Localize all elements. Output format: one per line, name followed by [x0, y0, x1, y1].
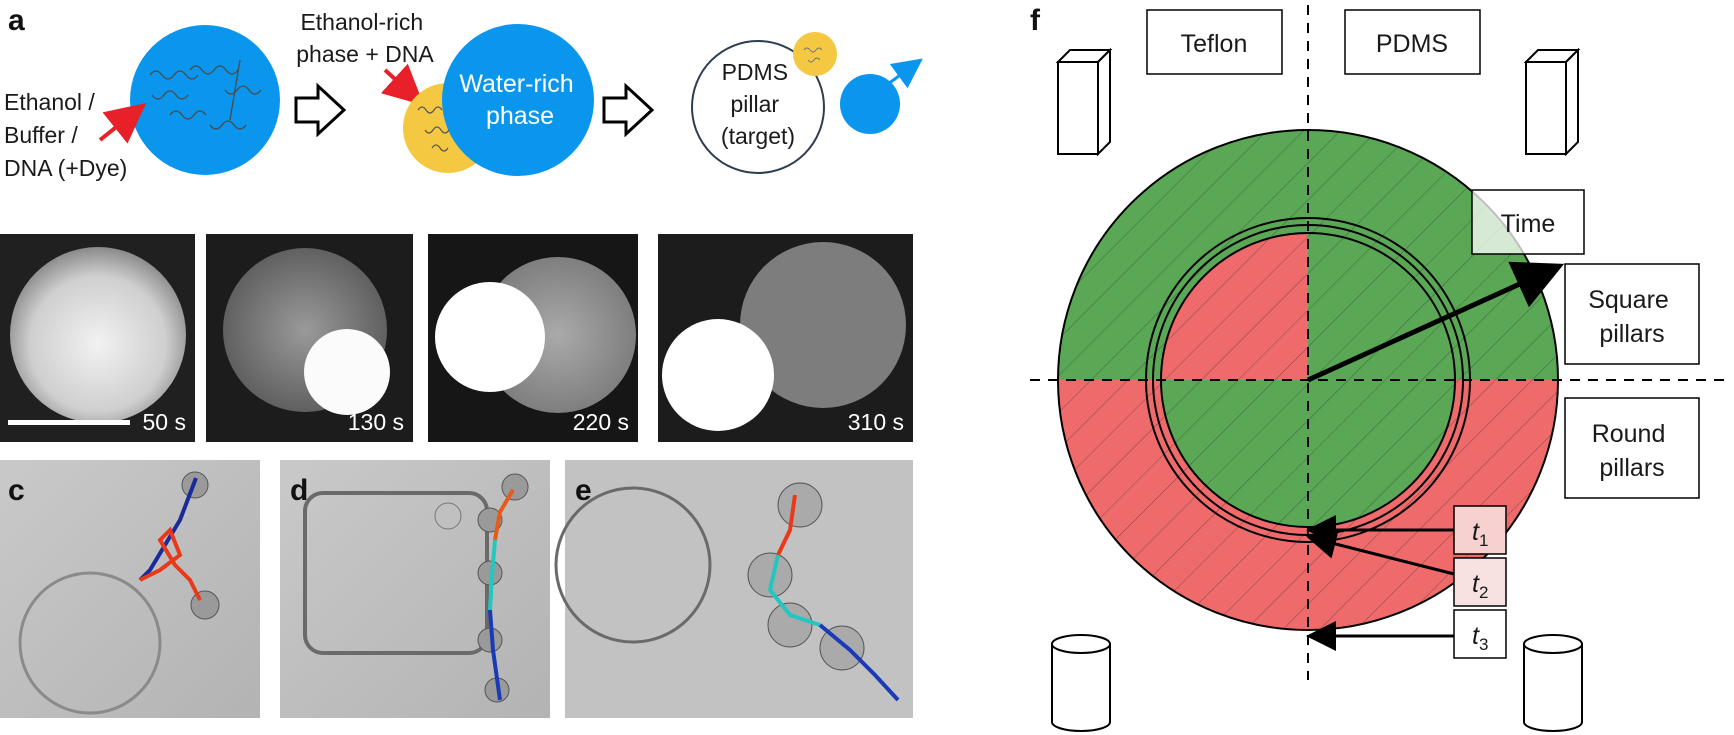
trajectory-image-c [0, 460, 260, 718]
process-arrow-icon [602, 82, 655, 138]
droplet-image [777, 482, 823, 528]
square-pillar-icon [1055, 47, 1113, 157]
pdms-pillar-circle [691, 40, 825, 174]
round-pillars-box [1564, 397, 1700, 499]
process-arrow-icon [294, 82, 347, 138]
droplet-image [767, 602, 813, 648]
water-droplet-small [840, 74, 900, 134]
droplet-image [740, 242, 906, 408]
droplet-image [10, 247, 186, 423]
teflon-label: Teflon [1181, 30, 1248, 58]
panel-e: e [554, 460, 913, 718]
panel-c-label: c [8, 474, 25, 507]
round-pillar-icon [1523, 634, 1583, 732]
red-arrow-icon [380, 63, 424, 106]
time-label-4: 310 s [848, 409, 904, 435]
round-pillars-label: Round pillars [1592, 420, 1673, 482]
trajectory-path [493, 488, 515, 541]
square-pillar-icon [1523, 47, 1581, 157]
teflon-box [1146, 9, 1283, 75]
pillar-outline [18, 571, 162, 715]
panel-f-label: f [1030, 4, 1041, 37]
droplet-image [747, 552, 793, 598]
panel-d: d [280, 460, 550, 718]
trajectory-path [488, 539, 497, 611]
time-label-1: 50 s [143, 409, 186, 435]
panel-c: c [0, 460, 260, 718]
time-label-3: 220 s [573, 409, 629, 435]
water-rich-phase-droplet [442, 24, 594, 176]
square-pillars-label: Square pillars [1588, 286, 1676, 348]
blue-arrow-icon [887, 58, 923, 89]
bright-droplet-image [662, 319, 774, 431]
t2-arrow [1306, 529, 1455, 576]
pdms-label: PDMS [1376, 30, 1448, 58]
round-pillar-icon [1051, 634, 1111, 732]
trajectory-path [767, 554, 821, 627]
trajectory-image-e [565, 460, 913, 718]
dna-strands-icon [149, 59, 262, 130]
t2-box [1453, 557, 1507, 607]
trajectory-path [139, 526, 202, 601]
time-arrow [1306, 261, 1565, 383]
bright-droplet-image [435, 282, 545, 392]
ethanol-rich-text: Ethanol-rich phase + DNA [296, 9, 434, 67]
mixture-droplet [130, 25, 280, 175]
input-mixture-text: Ethanol / Buffer / DNA (+Dye) [4, 89, 127, 181]
droplet-image [501, 473, 529, 501]
time-box [1471, 189, 1585, 255]
t1-box [1453, 505, 1507, 555]
trajectory-path [818, 623, 900, 702]
panel-b: b 50 s 130 s 220 s 310 s [0, 234, 913, 442]
ethanol-droplet-small [793, 32, 837, 76]
trajectory-path [776, 494, 797, 556]
scale-bar [8, 420, 130, 425]
bright-droplet-image [304, 329, 390, 415]
panel-d-label: d [290, 474, 308, 507]
square-pillars-box [1564, 263, 1700, 365]
dna-strands-icon [417, 106, 450, 152]
water-rich-text: Water-rich phase [459, 70, 580, 130]
panel-f: f Teflon PDMS [1030, 4, 1730, 732]
t2-label: t2 [1472, 570, 1488, 602]
droplet-image [819, 625, 865, 671]
time-label: Time [1501, 210, 1556, 238]
t1-label: t1 [1472, 518, 1488, 550]
panel-e-label: e [575, 474, 592, 507]
pdms-box [1344, 9, 1481, 75]
droplet-image [434, 502, 462, 530]
pdms-pillar-text: PDMS pillar (target) [721, 59, 795, 149]
panel-a-label: a [8, 4, 25, 37]
red-arrow-icon [98, 103, 147, 144]
trajectory-path [488, 609, 502, 701]
dna-strands-icon [803, 47, 823, 63]
panel-a: a Ethanol / Buffer / DNA (+Dye) Ethanol-… [4, 4, 923, 181]
t3-label: t3 [1472, 622, 1488, 654]
t3-box [1453, 609, 1507, 659]
pillar-outline [554, 486, 712, 644]
time-label-2: 130 s [348, 409, 404, 435]
droplet-image [190, 590, 220, 620]
